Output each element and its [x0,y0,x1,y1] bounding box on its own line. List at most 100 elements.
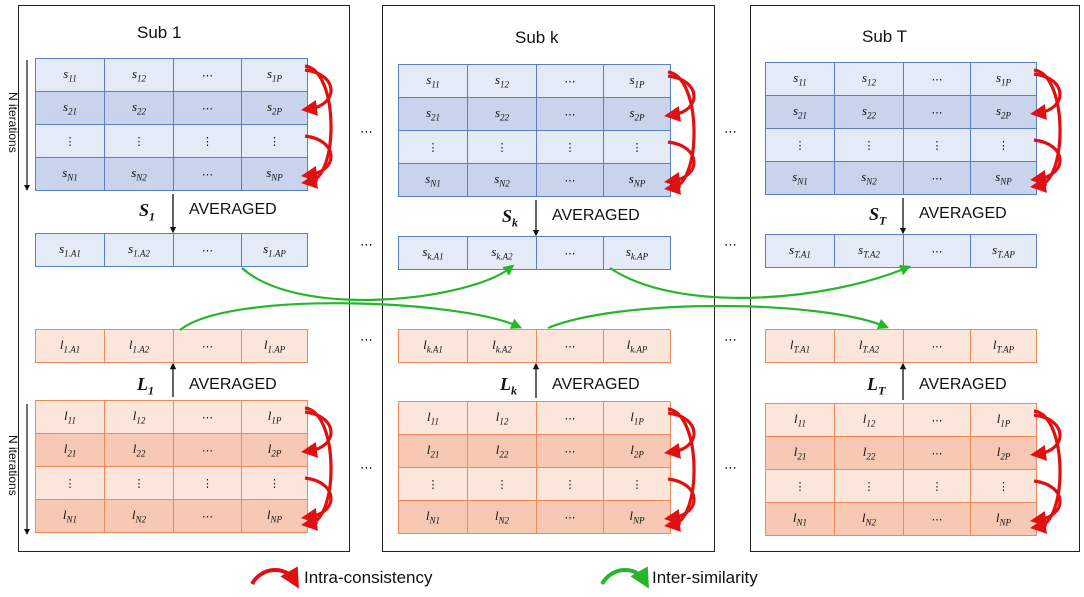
table-cell: s11 [35,58,105,92]
sub-title: Sub k [515,28,559,47]
sub-panel [750,5,1080,552]
table-cell: s1P [970,62,1037,96]
table-cell: sNP [241,157,308,191]
intra-consistency-arrow [664,140,696,188]
table-cell: sk.A1 [398,236,468,270]
legend-intra-icon [250,566,299,589]
table-cell: lN2 [834,502,904,536]
table-cell: l2P [603,434,671,468]
intra-consistency-arrow [1030,479,1062,527]
table-cell: ⋮ [467,467,537,501]
table-cell: lk.A2 [467,329,537,363]
table-cell: ⋮ [536,467,604,501]
panel-ellipsis: ⋯ [724,333,737,348]
table-row: ⋮⋮⋮⋮ [398,130,671,164]
table-row: ⋮⋮⋮⋮ [398,467,671,501]
table-cell: s1.A2 [104,233,174,267]
table-cell: s2P [241,91,308,125]
panel-ellipsis: ⋯ [360,238,373,253]
table-cell: ⋯ [536,500,604,534]
legend-inter-icon [600,566,649,589]
intra-consistency-arrow [664,70,696,195]
panel-ellipsis: ⋯ [724,238,737,253]
table-cell: s22 [467,97,537,131]
table-cell: s12 [104,58,174,92]
table-cell: ⋯ [903,329,971,363]
table-cell: sNP [603,163,671,197]
table-cell: ⋮ [765,128,835,162]
table-cell: lN2 [467,500,537,534]
table-cell: ⋮ [834,469,904,503]
table-cell: l22 [104,433,174,467]
table-cell: ⋯ [173,91,242,125]
table-cell: s1.AP [241,233,308,267]
averaged-label: AVERAGED [919,376,1007,393]
table-cell: l22 [834,436,904,470]
table-cell: ⋯ [536,163,604,197]
table-cell: ⋯ [903,161,971,195]
table-cell: l21 [35,433,105,467]
intra-consistency-arrow [1030,138,1062,186]
table-cell: lk.AP [603,329,671,363]
table-cell: lNP [970,502,1037,536]
inter-similarity-arrow [547,304,890,330]
table-cell: s21 [398,97,468,131]
table-cell: l22 [467,434,537,468]
table-cell: lN2 [104,499,174,533]
intra-consistency-arrow [301,134,333,182]
table-cell: ⋮ [398,130,468,164]
table-cell: l12 [467,401,537,435]
s-average-symbol: Sk [502,206,519,230]
table-cell: sN2 [104,157,174,191]
table-cell: ⋮ [970,469,1037,503]
table-cell: ⋯ [536,236,604,270]
table-cell: ⋮ [603,130,671,164]
inter-similarity-arrow [609,265,912,299]
table-cell: s21 [35,91,105,125]
intra-consistency-arrow [301,476,333,524]
table-cell: s12 [834,62,904,96]
table-cell: lN1 [398,500,468,534]
table-cell: ⋮ [104,124,174,158]
table-cell: ⋮ [241,466,308,500]
l-average-symbol: LT [867,374,886,398]
table-cell: sNP [970,161,1037,195]
inter-similarity-arrow [179,302,523,331]
table-cell: ⋯ [173,233,242,267]
table-cell: ⋮ [765,469,835,503]
l-average-symbol: Lk [500,374,517,398]
table-cell: l1.AP [241,329,308,363]
table-cell: s22 [834,95,904,129]
intra-consistency-arrow [1030,409,1062,534]
table-cell: l11 [765,403,835,437]
table-cell: lT.A2 [834,329,904,363]
table-cell: lN1 [765,502,835,536]
table-cell: l1P [603,401,671,435]
table-cell: sN1 [35,157,105,191]
intra-consistency-arrow [301,64,333,189]
table-cell: sN1 [765,161,835,195]
table-cell: ⋮ [834,128,904,162]
table-cell: ⋯ [903,234,971,268]
table-cell: l12 [834,403,904,437]
table-cell: s2P [603,97,671,131]
